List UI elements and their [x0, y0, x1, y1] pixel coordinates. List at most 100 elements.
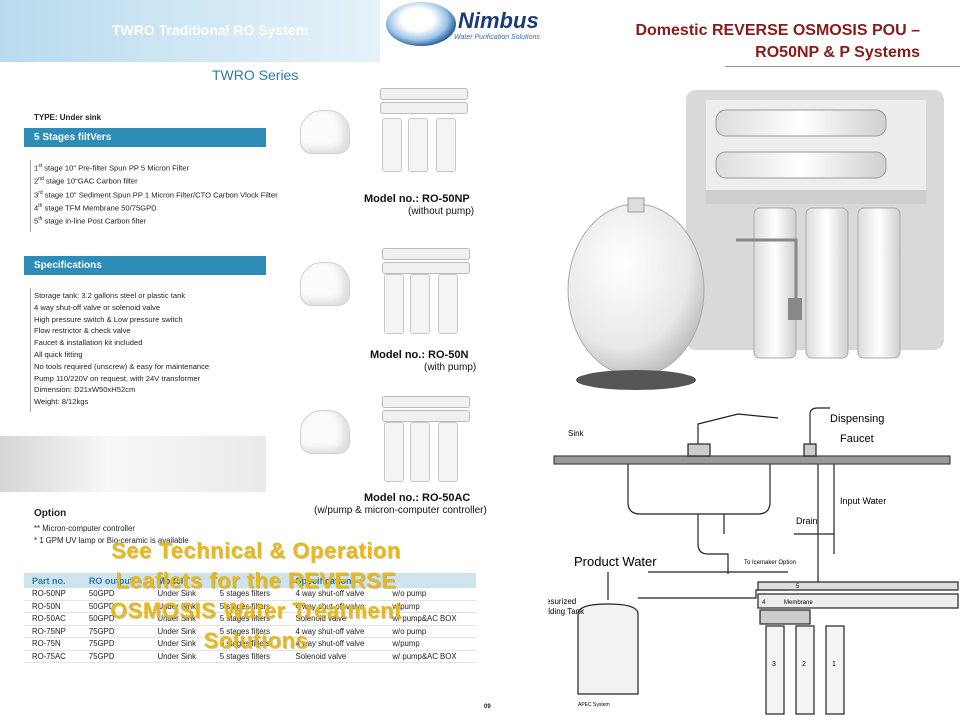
model-name: Model no.: RO-50AC: [364, 492, 471, 504]
membrane-housing: [382, 262, 470, 274]
slide-title-line1: Domestic REVERSE OSMOSIS POU –: [635, 22, 920, 39]
stage-item: 4th stage TFM Membrane 50/75GPD: [34, 202, 157, 213]
table-cell: w/o pump: [384, 588, 476, 601]
table-cell: 75GPD: [80, 625, 150, 638]
filter-cartridge: [410, 422, 430, 482]
table-cell: 5 stages filters: [211, 637, 288, 651]
nimbus-logo: Nimbus Water Purification Solutions: [386, 2, 556, 46]
spec-item: Weight: 8/12kgs: [34, 397, 89, 407]
membrane-housing: [382, 396, 470, 408]
table-cell: 75GPD: [80, 650, 150, 663]
label-faucet: Faucet: [840, 433, 874, 445]
label-dispensing: Dispensing: [830, 413, 884, 425]
stages-list: 1st stage 10" Pre-filter Spun PP 5 Micro…: [34, 161, 278, 228]
membrane-housing: [380, 88, 468, 100]
title-rule: [725, 66, 960, 67]
table-cell: 5 stages filters: [211, 588, 288, 601]
table-cell: 4 way shut-off valve: [287, 625, 385, 638]
spec-bar: Specifications: [24, 256, 266, 275]
column-header: [211, 573, 288, 588]
table-cell: Under Sink: [149, 625, 212, 638]
option-list: ** Micron-computer controller * 1 GPM UV…: [34, 523, 189, 547]
filter-cartridge: [384, 422, 404, 482]
leaflet-header: TWRO Traditional RO System: [0, 0, 380, 62]
page-number: 09: [484, 704, 491, 710]
stages-bar: 5 Stages filtVers: [24, 128, 266, 147]
filter-cartridge: [436, 118, 456, 172]
spec-item: Faucet & installation kit included: [34, 338, 143, 348]
model-subtitle: (without pump): [408, 206, 475, 217]
spec-item: Flow restrictor & check valve: [34, 326, 131, 336]
filter-cartridge: [384, 274, 404, 334]
table-cell: Under Sink: [149, 600, 212, 613]
column-header: RO output: [80, 573, 150, 588]
column-header: [384, 573, 476, 588]
installation-diagram: Sink Dispensing Faucet Input Water Drain…: [548, 407, 959, 715]
spec-list: Storage tank: 3.2 gallons steel or plast…: [34, 290, 209, 408]
overlay-caption: See Technical & Operation Leaflets for t…: [110, 538, 402, 653]
storage-tank-image: [300, 262, 350, 306]
filter-cartridge: [382, 118, 402, 172]
table-cell: Under Sink: [149, 612, 212, 626]
label-tank: PresurizedHolding Tank: [548, 597, 585, 616]
leaflet-header-title: TWRO Traditional RO System: [112, 22, 309, 38]
table-cell: Solenoid valve: [287, 650, 385, 663]
table-cell: 5 stages filters: [211, 650, 288, 663]
filter-cartridge: [408, 118, 428, 172]
label-stage1: 1: [832, 661, 836, 668]
series-title: TWRO Series: [212, 67, 299, 83]
filter-cartridge: [410, 274, 430, 334]
table-cell: Under Sink: [149, 588, 212, 601]
membrane-housing: [382, 410, 470, 422]
option-item: ** Micron-computer controller: [34, 524, 135, 533]
ro-system-photo: [566, 90, 944, 406]
table-cell: w/o pump: [384, 625, 476, 638]
label-drain: Drain: [796, 516, 818, 526]
table-cell: 50GPD: [80, 588, 150, 601]
table-cell: Under Sink: [149, 637, 212, 651]
column-header: Part no.: [24, 573, 81, 588]
label-stage5: 5: [796, 584, 800, 590]
option-title: Option: [34, 508, 67, 519]
table-cell: Under Sink: [149, 650, 212, 663]
table-cell: RO-50AC: [24, 612, 81, 626]
faucet-photo-strip: [0, 436, 266, 492]
filter-cartridge: [438, 274, 458, 334]
divider: [30, 160, 31, 232]
spec-item: No tools required (unscrew) & easy for m…: [34, 361, 210, 371]
table-cell: 4 way shut-off valve: [287, 600, 385, 613]
spec-item: Dimension: D21xW50xH52cm: [34, 385, 136, 395]
table-cell: RO-50N: [24, 600, 81, 613]
membrane-housing: [380, 102, 468, 114]
type-label: TYPE: Under sink: [34, 113, 102, 122]
table-cell: 75GPD: [80, 637, 150, 651]
table-cell: RO-75NP: [24, 625, 81, 638]
spec-bar-label: Specifications: [34, 260, 102, 271]
table-cell: 5 stages filters: [211, 625, 288, 638]
stage-item: 5th stage in-line Post Carbon filter: [34, 216, 147, 226]
divider: [30, 288, 31, 412]
label-product-water: Product Water: [574, 554, 657, 569]
table-cell: 4 way shut-off valve: [287, 588, 385, 601]
table-cell: RO-50NP: [24, 588, 81, 601]
table-cell: 50GPD: [80, 612, 150, 626]
storage-tank-image: [300, 110, 350, 154]
spec-item: Storage tank: 3.2 gallons steel or plast…: [34, 291, 186, 300]
filter-cartridge: [438, 422, 458, 482]
label-stage3: 3: [772, 661, 776, 668]
label-icemaker: To Icemaker Option: [744, 560, 796, 566]
table-cell: w/pump: [384, 600, 476, 613]
logo-name: Nimbus: [458, 8, 539, 33]
table-cell: Solenoid valve: [287, 612, 385, 626]
table-cell: 5 stages filters: [211, 612, 288, 626]
option-item: * 1 GPM UV lamp or Bio-ceramic is availa…: [34, 536, 189, 545]
label-stage4: 4: [762, 600, 766, 606]
filter-unit-image: [378, 82, 468, 172]
model-name: Model no.: RO-50NP: [364, 193, 470, 205]
